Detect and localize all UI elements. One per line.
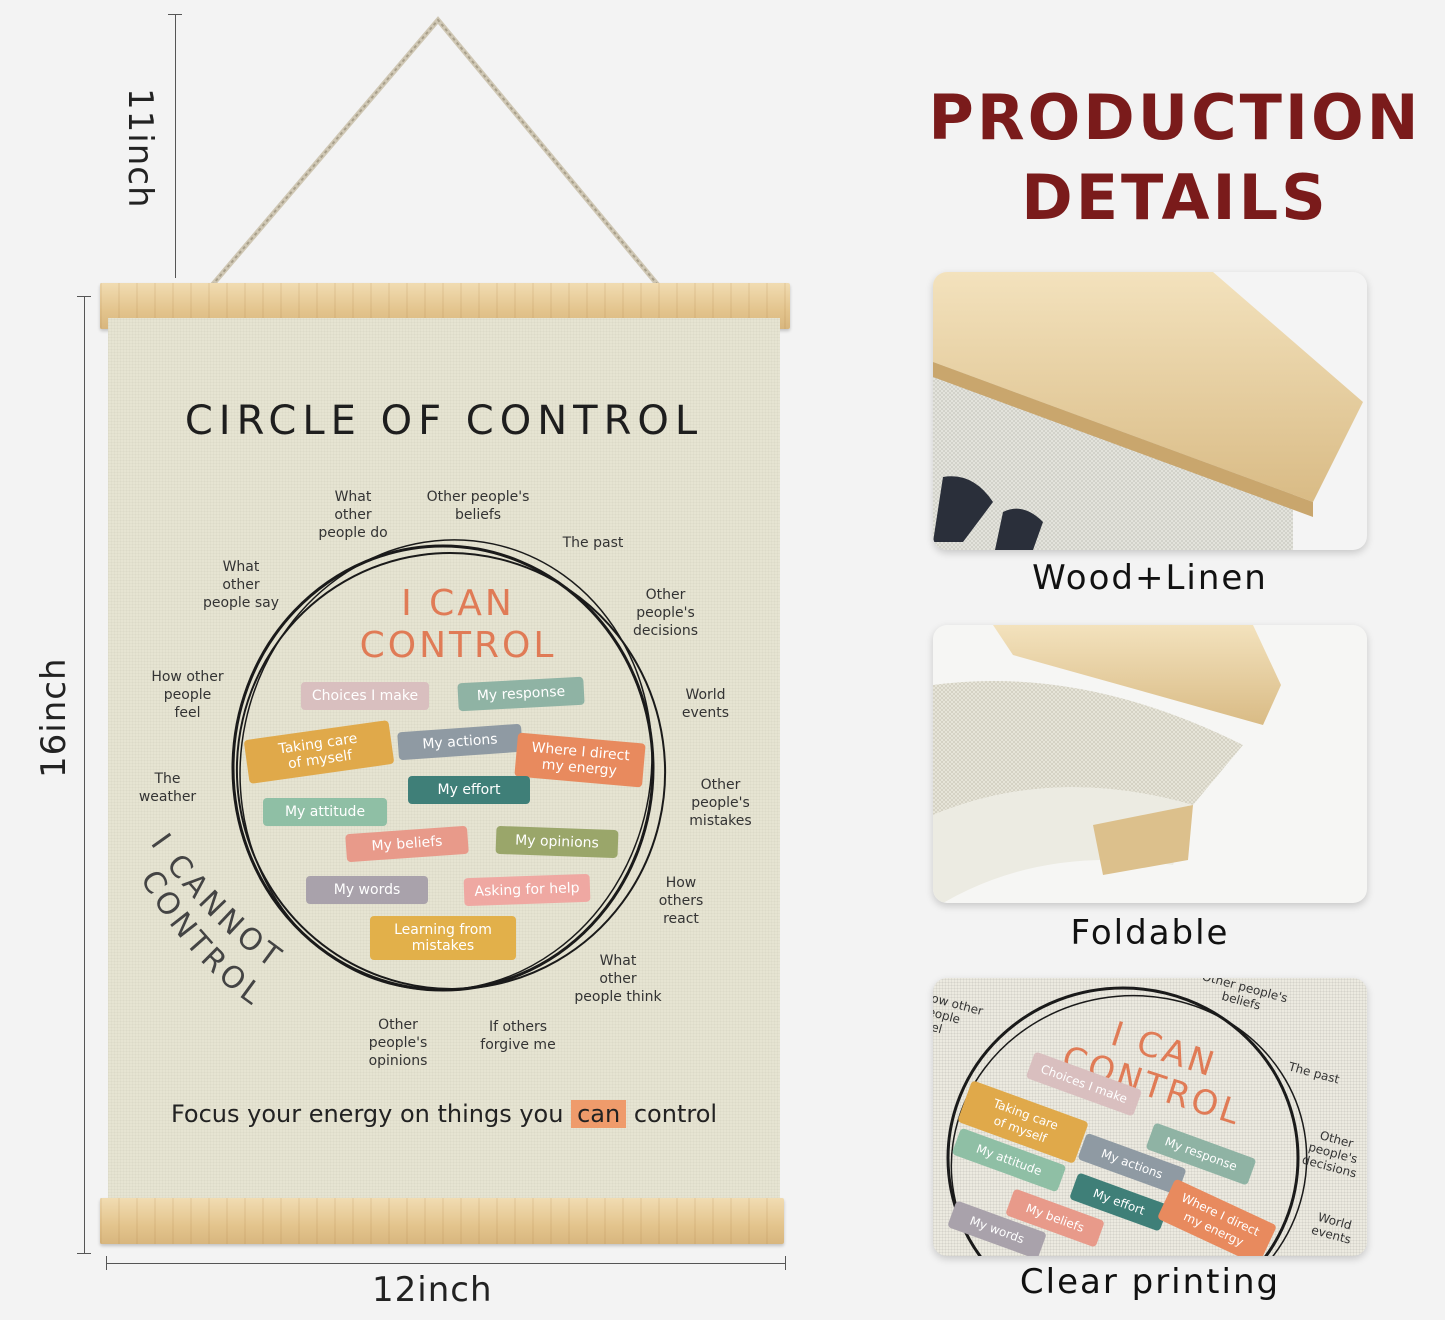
height-dimension-line — [84, 296, 85, 1254]
outer-item-the-weather: The weather — [138, 771, 197, 805]
outer-item-world-events: World events — [681, 687, 730, 721]
foldable-closeup-image — [933, 625, 1281, 903]
hanger-dimension-label: 11inch — [120, 88, 160, 209]
width-dimension-tick-left — [106, 1256, 107, 1270]
width-dimension-label: 12inch — [372, 1270, 493, 1310]
outer-item-how-others-react: How others react — [658, 875, 704, 927]
focus-message-after: control — [633, 1100, 718, 1128]
outer-item-the-past: The past — [562, 535, 624, 551]
inner-item-my-opinions: My opinions — [495, 825, 619, 859]
caption-clear-printing: Clear printing — [1019, 1262, 1281, 1302]
closeup-circle — [946, 986, 1308, 1256]
can-control-label: I CAN CONTROL — [359, 583, 557, 666]
bottom-wooden-bar — [100, 1198, 784, 1244]
outer-item-other-peoples-beliefs: Other people's beliefs — [426, 489, 530, 523]
detail-card-foldable — [933, 625, 1367, 903]
inner-item-my-effort: My effort — [408, 776, 530, 804]
height-dimension-tick-bottom — [77, 1253, 91, 1254]
outer-item-other-peoples-decisions: Other people's decisions — [632, 587, 698, 639]
caption-foldable: Foldable — [1070, 913, 1230, 953]
wood-linen-closeup-image — [933, 272, 1363, 550]
height-dimension-label: 16inch — [34, 657, 74, 778]
inner-item-my-words: My words — [306, 876, 428, 904]
control-circle — [231, 539, 667, 992]
outer-item-other-peoples-opinions: Other people's opinions — [368, 1017, 428, 1069]
production-details-heading: PRODUCTION DETAILS — [928, 81, 1422, 234]
hanger-dimension-line — [175, 14, 176, 278]
circle-of-control-poster: CIRCLE OF CONTROL I CAN CONTROL What oth… — [108, 318, 780, 1208]
inner-item-my-attitude: My attitude — [263, 798, 387, 826]
focus-message: Focus your energy on things you can cont… — [108, 1100, 780, 1128]
width-dimension-tick-right — [785, 1256, 786, 1270]
outer-item-if-others-forgive-me: If others forgive me — [480, 1019, 556, 1053]
detail-card-clear-printing: I CAN CONTROL Choices I make Taking care… — [933, 978, 1367, 1256]
inner-item-choices-i-make: Choices I make — [301, 682, 429, 710]
hanging-rope — [206, 16, 664, 292]
focus-message-highlight: can — [571, 1100, 627, 1128]
caption-wood-linen: Wood+Linen — [1032, 558, 1268, 598]
hanger-dimension-tick-top — [168, 14, 182, 15]
outer-item-what-other-people-think: What other people think — [574, 953, 662, 1005]
width-dimension-line — [106, 1263, 786, 1264]
detail-card-wood-linen — [933, 272, 1367, 550]
outer-item-how-other-people-feel: How other people feel — [151, 669, 224, 721]
outer-item-other-peoples-mistakes: Other people's mistakes — [689, 777, 752, 829]
cannot-control-label: I CANNOT CONTROL — [133, 827, 286, 1014]
focus-message-before: Focus your energy on things you — [170, 1100, 564, 1128]
outer-item-what-other-people-do: What other people do — [318, 489, 388, 541]
inner-item-asking-for-help: Asking for help — [463, 873, 591, 907]
poster-title: CIRCLE OF CONTROL — [184, 398, 704, 444]
outer-item-what-other-people-say: What other people say — [202, 559, 280, 611]
inner-item-learning-from-mistakes: Learning from mistakes — [370, 916, 516, 960]
height-dimension-tick-top — [77, 296, 91, 297]
